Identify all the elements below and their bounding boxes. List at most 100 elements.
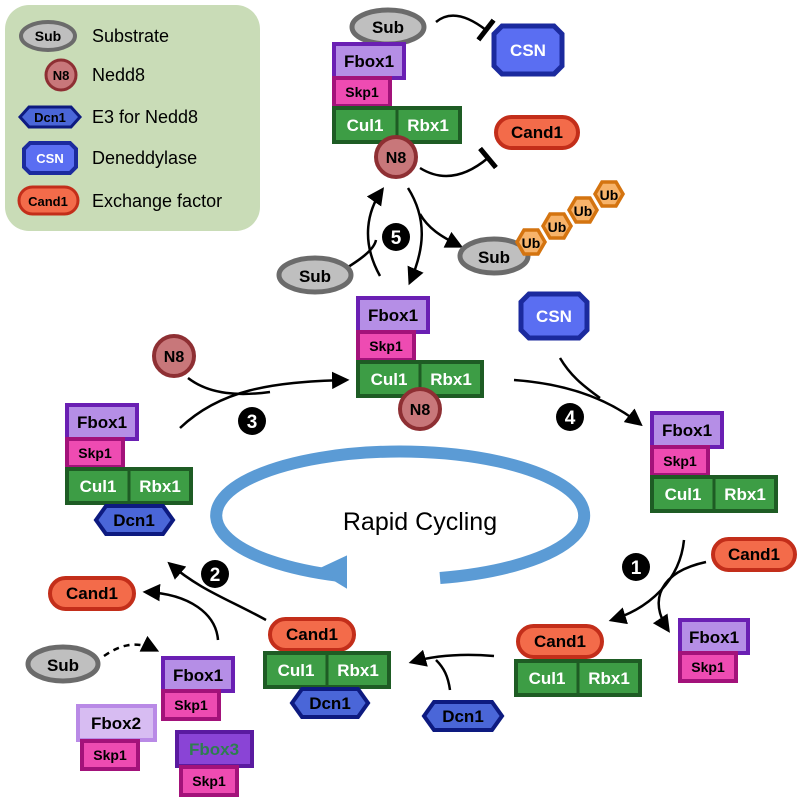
fbox1-top [332,42,406,80]
ub-4 [592,180,626,208]
legend-csn: CSN Deneddylase [22,141,197,175]
complex-left: Fbox1 Skp1 Cul1 Rbx1 Dcn1 [65,403,193,536]
rbx1-left-text: Rbx1 [139,477,181,496]
sub-top-text: Sub [372,18,404,37]
fbox3-shape [175,730,254,768]
cul1-right-text: Cul1 [665,485,702,504]
cand1-complex-right: Cand1 Cul1 Rbx1 [514,624,642,697]
ubiquitinated-substrate: Sub Ub Ub Ub Ub [457,180,626,276]
csn-top-text: CSN [510,41,546,60]
legend-sub-label: Substrate [92,26,169,46]
legend-cand1-label: Exchange factor [92,191,222,211]
dcn1-in-line [435,659,452,691]
fbox1-bottom-text: Fbox1 [173,666,223,685]
cul1-mid-text: Cul1 [371,370,408,389]
step3-arrow [179,371,350,429]
sub-bl-text: Sub [47,656,79,675]
cul1-left-text: Cul1 [80,477,117,496]
ub-2 [540,212,574,240]
legend-dcn1: Dcn1 E3 for Nedd8 [17,105,198,129]
step5-up-arrow [366,187,385,277]
cand1-step1: Cand1 [711,537,797,572]
legend-cand1-badge-text: Cand1 [28,194,68,209]
skp1-bottom-text: Skp1 [174,697,208,713]
fbox2-text: Fbox2 [91,714,141,733]
fbox2-shape [76,704,157,742]
legend-substrate: Sub Substrate [19,20,169,52]
fbox2-complex: Fbox2 Skp1 [76,704,157,771]
cand1-step1-shape [711,537,797,572]
dcn1-binding-arrow [408,649,495,667]
csn-top-shape [491,23,565,77]
ub-1-text: Ub [522,235,541,251]
legend-n8-badge [44,58,78,92]
n8-input-shape [152,334,196,378]
sub-step5-shape [276,255,354,295]
fbox3-complex: Fbox3 Skp1 [175,730,254,797]
dcn1-left-shape [93,504,176,536]
legend-dcn1-badge-text: Dcn1 [34,110,66,125]
step4-csn-in [558,357,601,400]
cand1-top-text: Cand1 [511,123,563,142]
cul1-cd-text: Cul1 [278,661,315,680]
ub-3-text: Ub [574,203,593,219]
step4-number: 4 [565,408,576,429]
cand1-left-text: Cand1 [66,584,118,603]
legend-n8-badge-text: N8 [53,68,70,83]
sub-ub-text: Sub [478,248,510,267]
complex-top: Sub Fbox1 Skp1 Cul1 Rbx1 N8 [332,7,462,179]
cand1-left-shape [48,576,136,611]
cand1-cr-text: Cand1 [534,632,586,651]
fbox1-mid-text: Fbox1 [368,306,418,325]
rapid-cycling-loop: Rapid Cycling [210,445,591,589]
fbox1-top-text: Fbox1 [344,52,394,71]
n8-top-text: N8 [386,150,407,167]
cand1-top: Cand1 [494,115,580,150]
n8-input: N8 [152,334,196,378]
legend-n8-label: Nedd8 [92,65,145,85]
step-3: 3 [179,371,350,435]
cycle-arrowhead [315,555,347,589]
fbox1-right-text: Fbox1 [662,421,712,440]
n8-top [374,135,418,179]
sub-step5: Sub [276,255,354,295]
ub-4-text: Ub [600,187,619,203]
dcn1-cd-shape [289,687,371,719]
skp1-fbox2 [80,739,140,771]
legend-sub-badge-text: Sub [35,28,61,44]
step-2: 2 [142,560,267,641]
step3-marker [238,407,266,435]
fbox1-bottom-shape [161,656,235,693]
skp1-left-text: Skp1 [78,445,112,461]
ub-chain: Ub Ub Ub Ub [514,180,626,256]
step5-down-arrow [406,187,424,286]
fbox1-mid [356,296,430,334]
skp1-bottom [161,689,221,721]
rbx1-mid-text: Rbx1 [430,370,472,389]
skp1-top [332,76,392,108]
center-label: Rapid Cycling [343,508,497,536]
complex-deneddylated: Fbox1 Skp1 Cul1 Rbx1 [650,411,778,513]
inhibit-csn-arrow [435,14,496,42]
cand1-top-shape [494,115,580,150]
step1-marker [622,553,650,581]
csn-top: CSN [491,23,565,77]
step3-number: 3 [247,412,258,433]
cycle-ring [210,445,591,584]
ub-3 [566,196,600,224]
legend-csn-badge-text: CSN [36,151,63,166]
rbx1-right-text: Rbx1 [724,485,766,504]
cand1-cd-text: Cand1 [286,625,338,644]
csn-step4: CSN [518,291,590,341]
skp1-fbox3 [179,765,239,797]
legend-csn-label: Deneddylase [92,148,197,168]
legend: Sub Substrate N8 Nedd8 Dcn1 E3 for Nedd8… [5,5,260,231]
step-5: 5 [339,187,464,286]
step5-product-out [418,213,464,248]
step2-release-arrow [142,583,220,641]
skp1-top-text: Skp1 [345,84,379,100]
skp1-fbox3-text: Skp1 [192,773,226,789]
dcn1-cd-text: Dcn1 [309,694,351,713]
fbox3-text: Fbox3 [189,740,239,759]
